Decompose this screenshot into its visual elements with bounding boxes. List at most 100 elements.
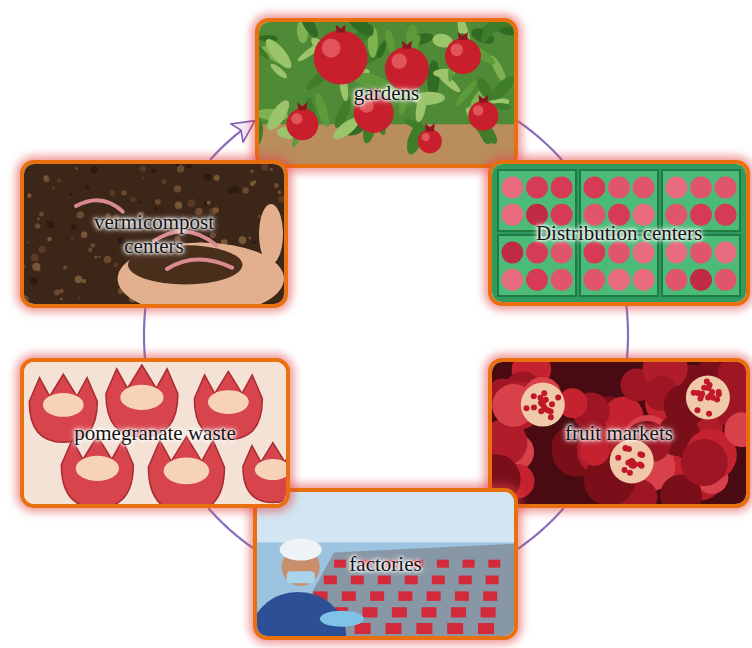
cycle-arc xyxy=(210,121,255,160)
illustration-part xyxy=(355,623,371,634)
illustration-part xyxy=(91,243,96,248)
illustration-part xyxy=(694,407,700,413)
illustration-part xyxy=(24,362,290,508)
illustration-part xyxy=(351,576,364,585)
illustration-part xyxy=(488,560,500,568)
illustration-part xyxy=(121,190,126,195)
illustration-part xyxy=(540,402,546,408)
illustration-part xyxy=(610,439,654,483)
illustration-part xyxy=(336,25,346,33)
illustration-part xyxy=(320,611,364,627)
illustration-part xyxy=(392,607,407,617)
illustration-part xyxy=(378,576,391,585)
illustration-part xyxy=(627,470,633,476)
illustration-part xyxy=(483,591,497,601)
illustration-part xyxy=(43,393,84,417)
illustration-part xyxy=(623,445,629,451)
illustration-part xyxy=(637,462,643,468)
illustration-part xyxy=(131,197,136,202)
illustration-part xyxy=(37,218,39,220)
stage-box: gardens xyxy=(255,18,518,168)
stage-box: pomegranate waste xyxy=(20,358,290,508)
illustration-part xyxy=(187,199,195,207)
illustration-part xyxy=(521,383,565,427)
illustration-part xyxy=(551,269,573,291)
illustration-part xyxy=(478,623,494,634)
illustration-part xyxy=(608,269,630,291)
illustration-part xyxy=(451,607,466,617)
illustration-part xyxy=(63,266,67,270)
illustration-part xyxy=(278,191,282,195)
illustration-part xyxy=(455,591,469,601)
illustration-part xyxy=(715,177,737,199)
illustration-part xyxy=(697,395,703,401)
illustration-part xyxy=(151,168,156,173)
illustration-part xyxy=(555,394,561,400)
illustration-part xyxy=(24,164,285,308)
illustration-part xyxy=(85,185,89,189)
illustration-part xyxy=(437,560,449,568)
illustration-part xyxy=(622,467,628,473)
illustration-part xyxy=(155,199,161,205)
illustration-part xyxy=(71,237,74,240)
cycle-arc xyxy=(144,308,145,358)
illustration-part xyxy=(416,623,432,634)
illustration-part xyxy=(421,607,436,617)
illustration-part xyxy=(705,385,711,391)
illustration-part xyxy=(167,260,232,269)
illustration-part xyxy=(54,289,60,295)
cycle-arc xyxy=(208,508,253,548)
stage-label: fruit markets xyxy=(565,421,673,445)
stage-label: pomegranate waste xyxy=(74,421,236,445)
illustration-part xyxy=(545,407,551,413)
illustration-part xyxy=(583,177,605,199)
illustration-part xyxy=(174,185,181,192)
illustration-part xyxy=(243,443,290,503)
illustration-part xyxy=(257,492,514,640)
illustration-part xyxy=(447,623,463,634)
illustration-part xyxy=(686,376,730,420)
illustration-part xyxy=(27,241,29,243)
illustration-part xyxy=(690,177,712,199)
illustration-part xyxy=(427,591,441,601)
illustration-part xyxy=(715,242,737,264)
cycle-arc xyxy=(518,121,562,160)
illustration-part xyxy=(375,39,388,59)
illustration-part xyxy=(421,133,429,141)
illustration-part xyxy=(531,405,537,411)
illustration-part xyxy=(492,362,750,508)
stage-box: vermicompost centers xyxy=(20,160,288,308)
illustration-part xyxy=(492,164,746,302)
illustration-part xyxy=(690,269,712,291)
illustration-part xyxy=(492,164,746,302)
illustration-part xyxy=(82,279,86,283)
illustration-part xyxy=(120,385,163,410)
illustration-part xyxy=(548,414,554,420)
illustration-part xyxy=(259,22,514,164)
illustration-part xyxy=(362,607,377,617)
stage-label: factories xyxy=(349,552,421,576)
illustration-part xyxy=(91,166,98,173)
illustration-part xyxy=(142,177,144,179)
illustration-part xyxy=(76,456,119,481)
stage-label: gardens xyxy=(354,81,419,105)
illustration-part xyxy=(425,123,435,131)
illustration-part xyxy=(154,207,157,210)
illustration-part xyxy=(523,405,529,411)
illustration-part xyxy=(724,412,750,447)
illustration-part xyxy=(402,41,412,49)
illustration-part xyxy=(665,177,687,199)
illustration-part xyxy=(30,277,37,284)
illustration-part xyxy=(257,492,514,542)
illustration-part xyxy=(392,53,407,68)
illustration-part xyxy=(78,297,81,300)
illustration-part xyxy=(113,262,118,267)
illustration-part xyxy=(148,437,224,508)
illustration-part xyxy=(259,22,518,164)
illustration-part xyxy=(199,191,201,193)
illustration-part xyxy=(187,164,192,169)
illustration-part xyxy=(39,212,44,217)
stage-box: fruit markets xyxy=(488,358,750,508)
illustration-part xyxy=(501,177,523,199)
illustration-part xyxy=(232,186,239,193)
